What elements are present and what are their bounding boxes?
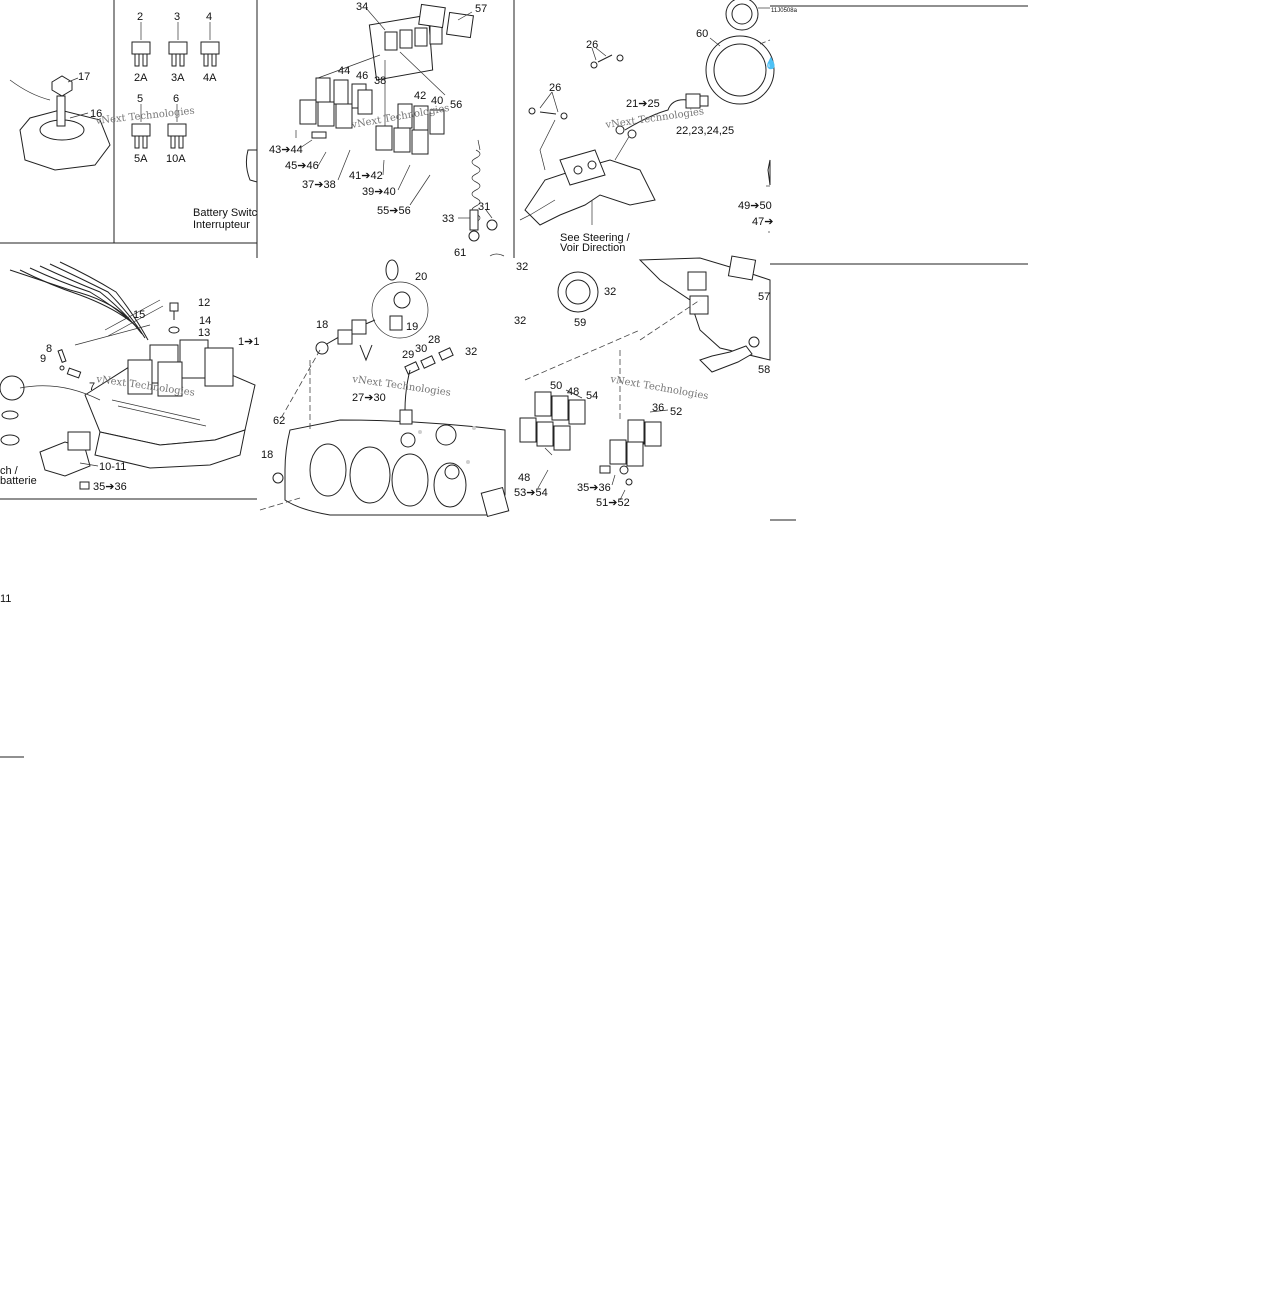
switch-panel-assembly	[295, 3, 505, 257]
battery-stud-assembly	[9, 75, 111, 171]
callout-32-top: 32	[516, 261, 528, 273]
callout-40: 40	[431, 95, 443, 107]
callout-2a: 2A	[134, 72, 148, 84]
right-edge-fragments	[766, 159, 771, 233]
callout-53-54: 53➔54	[514, 487, 548, 499]
callout-labels: 2 3 4 2A 3A 4A 5 6 5A 10A 17 16 Battery …	[0, 1, 798, 605]
callout-57-right: 57	[758, 291, 770, 303]
callout-41-42: 41➔42	[349, 170, 383, 182]
callout-37-38: 37➔38	[302, 179, 336, 191]
callout-54: 54	[586, 390, 598, 402]
callout-35-36-right: 35➔36	[577, 482, 611, 494]
callout-22-25: 22,23,24,25	[676, 125, 734, 137]
fuse-2	[131, 22, 151, 67]
voir-direction-label: Voir Direction	[560, 242, 625, 254]
callout-62: 62	[273, 415, 285, 427]
callout-38: 38	[374, 75, 386, 87]
callout-7: 7	[89, 381, 95, 393]
ignition-dash-assembly	[259, 259, 510, 518]
callout-48-bottom: 48	[518, 472, 530, 484]
callout-12: 12	[198, 297, 210, 309]
callout-33: 33	[442, 213, 454, 225]
callout-32-left: 32	[514, 315, 526, 327]
callout-49-50: 49➔50	[738, 200, 772, 212]
callout-3a: 3A	[171, 72, 185, 84]
fuse-3	[168, 22, 188, 67]
callout-56: 56	[450, 99, 462, 111]
callout-55-56: 55➔56	[377, 205, 411, 217]
callout-44: 44	[338, 65, 350, 77]
callout-39-40: 39➔40	[362, 186, 396, 198]
switch-edge	[245, 149, 258, 183]
callout-9: 9	[40, 353, 46, 365]
battery-switch-label-en: Battery Switc	[193, 207, 258, 219]
callout-32-gauge: 32	[604, 286, 616, 298]
fuse-4	[200, 22, 220, 67]
callout-18-bottom: 18	[261, 449, 273, 461]
panel-frames	[0, 0, 1028, 758]
callout-34: 34	[356, 1, 368, 13]
callout-2: 2	[137, 11, 143, 23]
callout-61: 61	[454, 247, 466, 259]
fuses	[131, 22, 220, 149]
callout-4: 4	[206, 11, 212, 23]
callout-10a: 10A	[166, 153, 186, 165]
callout-17: 17	[78, 71, 90, 83]
callout-4a: 4A	[203, 72, 217, 84]
part-code: 11J0508a	[771, 8, 798, 14]
callout-27-30: 27➔30	[352, 392, 386, 404]
callout-10-11: 10-11	[99, 461, 126, 473]
callout-57: 57	[475, 3, 487, 15]
fuse-6	[167, 104, 187, 149]
callout-14: 14	[199, 315, 211, 327]
callout-drop-60: 💧	[764, 57, 778, 70]
callout-26-left: 26	[549, 82, 561, 94]
callout-19: 19	[406, 321, 418, 333]
callout-21-25: 21➔25	[626, 98, 660, 110]
callout-16: 16	[90, 108, 102, 120]
switch-label-en: ch /	[0, 465, 19, 477]
callout-26-top: 26	[586, 39, 598, 51]
callout-20: 20	[415, 271, 427, 283]
callout-35-36-left: 35➔36	[93, 481, 127, 493]
fuse-box-assembly	[0, 261, 256, 490]
callout-43-44: 43➔44	[269, 144, 303, 156]
callout-5: 5	[137, 93, 143, 105]
callout-13: 13	[198, 327, 210, 339]
callout-42: 42	[414, 90, 426, 102]
callout-6: 6	[173, 93, 179, 105]
battery-switch-label-fr: Interrupteur	[193, 219, 250, 231]
callout-18-top: 18	[316, 319, 328, 331]
steering-support-assembly	[519, 0, 775, 226]
see-steering-label: See Steering /	[560, 232, 631, 244]
callout-48: 48	[567, 386, 579, 398]
callout-45-46: 45➔46	[285, 160, 319, 172]
callout-15: 15	[133, 309, 145, 321]
callout-59: 59	[574, 317, 586, 329]
callout-51-52: 51➔52	[596, 497, 630, 509]
callout-1: 1➔1	[238, 336, 259, 348]
callout-58: 58	[758, 364, 770, 376]
callout-8: 8	[46, 343, 52, 355]
fuse-5	[131, 104, 151, 149]
callout-30: 30	[415, 343, 427, 355]
switch-label-fr: batterie	[0, 475, 37, 487]
callout-50: 50	[550, 380, 562, 392]
callout-31: 31	[478, 201, 490, 213]
callout-28: 28	[428, 334, 440, 346]
dash-right-assembly	[519, 255, 771, 501]
callout-3: 3	[174, 11, 180, 23]
callout-5a: 5A	[134, 153, 148, 165]
callout-47: 47➔	[752, 216, 773, 228]
callout-60: 60	[696, 28, 708, 40]
callout-32-mid: 32	[465, 346, 477, 358]
callout-52: 52	[670, 406, 682, 418]
callout-36: 36	[652, 402, 664, 414]
callout-29: 29	[402, 349, 414, 361]
callout-46: 46	[356, 70, 368, 82]
callout-11: 11	[0, 593, 11, 605]
watermark-6: vNext Technologies	[608, 374, 709, 402]
